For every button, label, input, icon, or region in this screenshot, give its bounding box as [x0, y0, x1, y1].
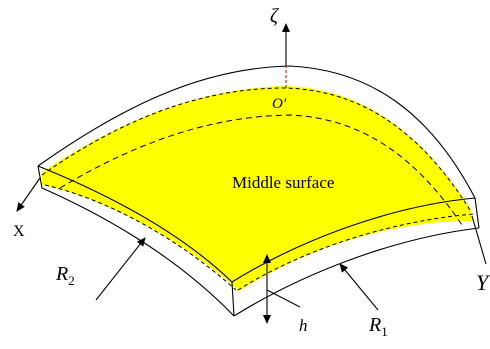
middle-surface-label: Middle surface [232, 173, 334, 192]
radius-2-symbol: R [55, 263, 68, 285]
middle-surface [42, 86, 473, 292]
hidden-back-edge [59, 114, 463, 226]
x-axis-line [16, 177, 41, 212]
front-vertical-edge [231, 281, 235, 317]
radius-1-subscript: 1 [381, 324, 388, 339]
zeta-axis-label: ζ [270, 5, 280, 27]
y-axis-label: Y [476, 270, 490, 295]
y-axis-line [471, 215, 487, 265]
thickness-leader-line [266, 289, 301, 308]
radius-1-arrow [339, 263, 379, 311]
bottom-front-right-edge [233, 227, 480, 317]
middle-surface-dashed-front [44, 184, 237, 291]
right-vertical-edge [474, 197, 480, 229]
thickness-label: h [299, 316, 308, 335]
left-vertical-edge [37, 165, 43, 189]
top-back-edge [37, 65, 476, 199]
radius-2-arrow [95, 237, 146, 301]
radius-2-subscript: 2 [68, 273, 75, 288]
radius-1-label: R1 [368, 314, 388, 339]
top-front-left-edge [37, 165, 233, 283]
radius-1-symbol: R [368, 314, 381, 336]
top-front-right-edge [231, 197, 476, 283]
middle-surface-dashed-right [237, 213, 475, 291]
origin-label: O' [272, 96, 287, 112]
radius-2-label: R2 [55, 263, 75, 288]
middle-surface-dashed-outline [41, 87, 471, 211]
x-axis-label: X [13, 223, 25, 240]
